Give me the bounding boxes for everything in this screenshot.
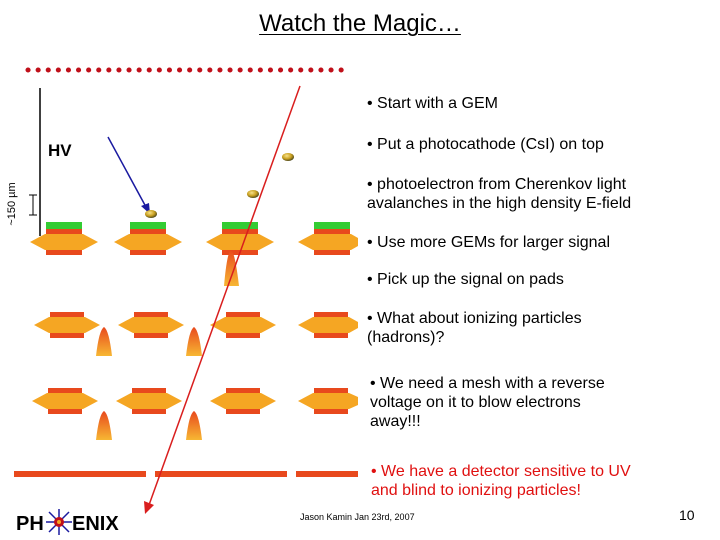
hv-label: HV xyxy=(48,141,72,160)
avalanche-3b xyxy=(186,411,202,440)
gem-segment xyxy=(206,222,274,255)
bullet-start-gem: • Start with a GEM xyxy=(367,95,498,112)
cherenkov-track xyxy=(148,85,301,506)
gem-layer-1 xyxy=(30,222,358,255)
gem-segment xyxy=(114,222,182,255)
cherenkov-arrowhead xyxy=(144,501,154,514)
photoelectron-ball xyxy=(145,210,157,218)
bullet-mesh: • We need a mesh with a reverse voltage … xyxy=(370,375,605,430)
photoelectron-ball xyxy=(282,153,294,161)
photon-track xyxy=(107,136,147,208)
avalanche-3a xyxy=(96,411,112,440)
bullet-photoelectron: • photoelectron from Cherenkov light ava… xyxy=(367,176,632,212)
avalanche-1 xyxy=(224,250,239,286)
avalanche-2a xyxy=(96,327,112,356)
gem-segment xyxy=(298,222,358,255)
phenix-logo: PH ENIX xyxy=(14,505,124,535)
scale-bracket xyxy=(29,194,37,216)
phoenix-star-icon xyxy=(46,509,72,535)
scale-label: ~150 µm xyxy=(6,182,18,226)
photoelectron-ball xyxy=(247,190,259,198)
gem-layer-2 xyxy=(34,312,358,338)
bullet-conclusion: • We have a detector sensitive to UV and… xyxy=(371,463,631,499)
bullet-more-gems: • Use more GEMs for larger signal xyxy=(367,234,611,251)
gem-layer-3 xyxy=(32,388,358,414)
readout-pads xyxy=(14,471,358,477)
bullet-pads: • Pick up the signal on pads xyxy=(367,271,564,288)
avalanche-2b xyxy=(186,327,202,356)
gem-segment xyxy=(30,222,98,255)
footer-author-date: Jason Kamin Jan 23rd, 2007 xyxy=(300,512,415,522)
bullet-ionizing: • What about ionizing particles (hadrons… xyxy=(367,310,582,346)
page-number: 10 xyxy=(679,507,695,523)
bullet-photocathode: • Put a photocathode (CsI) on top xyxy=(367,136,604,153)
slide-title: Watch the Magic… xyxy=(259,10,461,37)
